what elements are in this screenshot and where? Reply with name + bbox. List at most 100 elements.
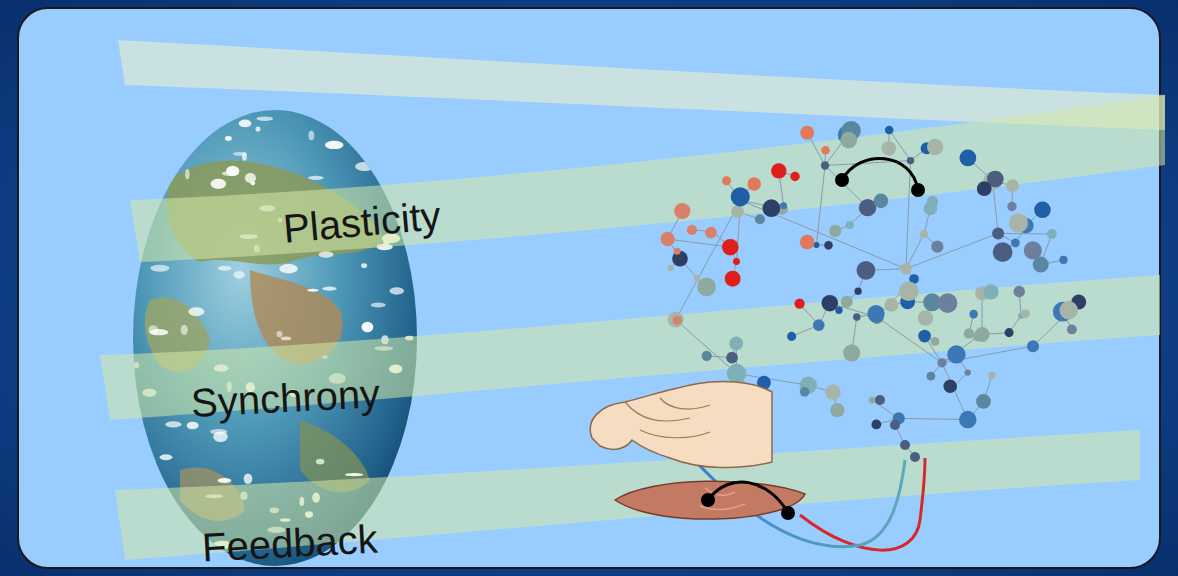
cloud xyxy=(279,264,298,273)
network-node xyxy=(900,440,910,450)
cloud xyxy=(308,131,314,141)
cloud xyxy=(217,478,231,483)
band-text: Synchrony xyxy=(189,371,380,425)
network-node xyxy=(674,203,690,219)
network-node xyxy=(1034,202,1051,219)
network-node xyxy=(660,232,674,246)
ribbon-band xyxy=(118,40,1165,130)
cloud xyxy=(213,432,228,442)
band-label: Feedback xyxy=(195,514,385,572)
network-link xyxy=(942,363,968,420)
network-node xyxy=(947,345,965,363)
network-node xyxy=(937,358,946,367)
finger-lines xyxy=(625,398,710,438)
network-node xyxy=(790,172,799,181)
network-node xyxy=(846,221,854,229)
network-node xyxy=(857,261,876,280)
muscle-fiber xyxy=(700,488,745,510)
network-node xyxy=(835,307,842,314)
network-node xyxy=(1024,241,1042,259)
cloud xyxy=(345,473,363,476)
cloud xyxy=(256,116,273,121)
network-node xyxy=(725,271,741,287)
network-node xyxy=(800,126,814,140)
efferent-wire xyxy=(800,458,925,550)
network-node xyxy=(705,227,717,239)
network-node xyxy=(1059,256,1067,264)
network-node xyxy=(1009,213,1028,232)
network-node xyxy=(871,420,881,430)
network-node xyxy=(697,278,716,297)
cloud xyxy=(245,173,256,183)
network-node xyxy=(918,310,934,326)
cloud xyxy=(185,169,189,179)
cloud xyxy=(234,271,245,279)
network-node xyxy=(780,202,787,209)
network-node xyxy=(726,352,738,364)
network-node xyxy=(959,411,976,428)
network-node xyxy=(727,364,746,383)
cloud xyxy=(322,287,336,291)
network-link-arc xyxy=(842,158,918,190)
network-node xyxy=(927,196,938,207)
network-node xyxy=(800,387,810,397)
network-node xyxy=(853,313,861,321)
electrode-dot xyxy=(911,183,925,197)
network-node xyxy=(907,157,914,164)
network-node xyxy=(910,452,920,462)
network-node xyxy=(867,305,884,322)
network-node xyxy=(983,284,998,299)
network-link xyxy=(906,161,911,269)
cloud xyxy=(225,136,232,141)
network-node xyxy=(960,150,977,167)
cloud xyxy=(316,459,325,465)
muscle-shape xyxy=(615,481,805,519)
network-node xyxy=(1021,309,1030,318)
network-node xyxy=(840,132,857,149)
cloud xyxy=(150,265,169,272)
network-node xyxy=(1027,340,1039,352)
cloud xyxy=(281,337,292,341)
network-node xyxy=(800,235,815,250)
network-node xyxy=(830,403,844,417)
network-node xyxy=(918,330,931,343)
network-node xyxy=(977,181,992,196)
hand xyxy=(590,382,772,468)
network-node xyxy=(927,372,936,381)
cloud xyxy=(239,120,252,128)
network-node xyxy=(900,263,912,275)
network-link xyxy=(877,317,942,363)
network-node xyxy=(882,141,897,156)
network-link xyxy=(816,166,825,245)
network-node xyxy=(668,265,674,271)
cloud xyxy=(390,287,405,295)
network-node xyxy=(731,205,744,218)
network-node xyxy=(920,230,928,238)
network-node xyxy=(673,316,682,325)
network-node xyxy=(969,310,978,319)
network-node xyxy=(787,332,796,341)
network-link xyxy=(998,233,1052,235)
network-node xyxy=(854,288,861,295)
reflex-arc xyxy=(708,482,788,513)
network-node xyxy=(729,337,743,351)
cloud xyxy=(255,126,260,131)
network-node xyxy=(1047,229,1057,239)
network-node xyxy=(821,161,829,169)
network-node xyxy=(755,214,765,224)
cloud xyxy=(160,454,173,460)
ribbon-band xyxy=(130,95,1165,262)
network-node xyxy=(885,298,899,312)
network-node xyxy=(875,395,885,405)
network-node xyxy=(771,163,786,178)
network-node xyxy=(1059,301,1077,319)
cloud xyxy=(307,289,319,292)
network-node xyxy=(1006,179,1019,192)
network-link xyxy=(906,233,998,268)
cloud xyxy=(355,162,374,171)
cloud xyxy=(325,141,344,149)
network-node xyxy=(899,282,919,302)
network-node xyxy=(1011,238,1020,247)
